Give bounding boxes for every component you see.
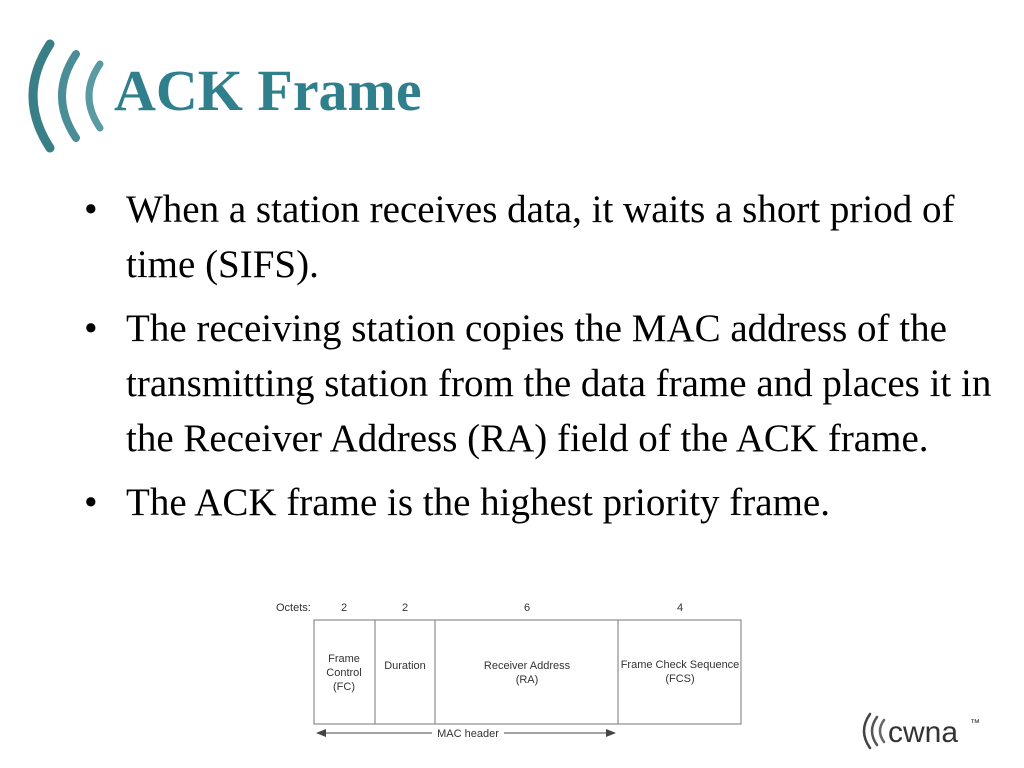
field-label-ra-line1: Receiver Address bbox=[484, 660, 571, 672]
field-label-ra-line2: (RA) bbox=[516, 674, 539, 686]
bullet-text: When a station receives data, it waits a… bbox=[126, 188, 955, 286]
field-box-duration bbox=[374, 619, 436, 725]
bullet-item: • When a station receives data, it waits … bbox=[84, 182, 1014, 292]
wireless-arcs-logo-icon bbox=[28, 39, 104, 153]
field-label-fc-line2: Control bbox=[326, 667, 361, 679]
octet-count-ra: 6 bbox=[524, 602, 530, 614]
field-box-fcs bbox=[617, 619, 742, 725]
octets-label: Octets: bbox=[276, 602, 311, 614]
bullet-dot: • bbox=[84, 307, 98, 350]
bullet-list: • When a station receives data, it waits … bbox=[84, 182, 1014, 539]
mac-header-label: MAC header bbox=[437, 728, 499, 740]
cwna-trademark: ™ bbox=[970, 718, 980, 729]
field-label-fcs-line2: (FCS) bbox=[665, 673, 694, 685]
octet-count-duration: 2 bbox=[402, 602, 408, 614]
cwna-logo-text: cwna bbox=[888, 716, 958, 749]
slide-title: ACK Frame bbox=[114, 58, 422, 123]
octet-count-fc: 2 bbox=[341, 602, 347, 614]
field-label-fc-line1: Frame bbox=[328, 653, 360, 665]
octet-count-fcs: 4 bbox=[677, 602, 683, 614]
field-label-fc-line3: (FC) bbox=[333, 681, 355, 693]
mac-header-arrowhead-right bbox=[606, 729, 616, 737]
field-label-fcs-line1: Frame Check Sequence bbox=[621, 659, 740, 671]
bullet-text: The ACK frame is the highest priority fr… bbox=[126, 481, 830, 524]
cwna-logo-icon: cwna ™ bbox=[862, 712, 980, 750]
bullet-dot: • bbox=[84, 188, 98, 231]
field-box-ra bbox=[434, 619, 619, 725]
field-label-duration: Duration bbox=[384, 660, 426, 672]
field-box-fc bbox=[313, 619, 376, 725]
bullet-dot: • bbox=[84, 481, 98, 524]
mac-header-arrowhead-left bbox=[316, 729, 326, 737]
bullet-text: The receiving station copies the MAC add… bbox=[126, 307, 992, 460]
ack-frame-diagram: Octets: 2 2 6 4 Frame Control (FC) Durat… bbox=[276, 602, 742, 740]
bullet-item: • The ACK frame is the highest priority f… bbox=[84, 475, 1014, 530]
bullet-item: • The receiving station copies the MAC ad… bbox=[84, 301, 1014, 466]
